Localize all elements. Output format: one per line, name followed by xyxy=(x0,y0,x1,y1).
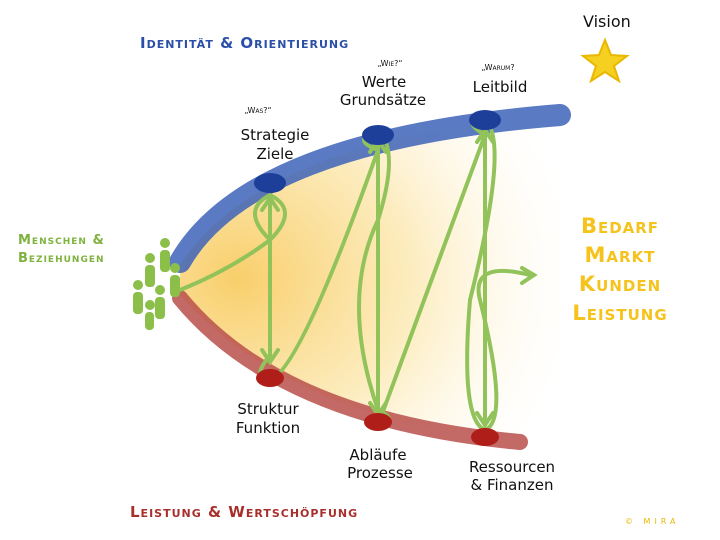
label-prozesse: Prozesse xyxy=(347,464,413,482)
label-finanzen: & Finanzen xyxy=(471,476,554,494)
node-struktur xyxy=(256,369,284,387)
copyright: © MIRA xyxy=(625,517,680,526)
label-ressourcen: Ressourcen xyxy=(469,458,555,476)
label-grundsaetze: Grundsätze xyxy=(340,91,426,109)
bottom-heading: Leistung & Wertschöpfung xyxy=(130,503,358,521)
node-werte xyxy=(362,125,394,145)
yellow-area xyxy=(180,112,560,445)
node-strategie xyxy=(254,173,286,193)
node-ablaeufe xyxy=(364,413,392,431)
top-heading: Identität & Orientierung xyxy=(140,34,349,52)
question-wie: „Wie?“ xyxy=(377,59,402,68)
top-nodes xyxy=(254,110,501,193)
target-bedarf: Bedarf xyxy=(581,214,659,238)
bottom-nodes xyxy=(256,369,499,446)
target-labels: Bedarf Markt Kunden Leistung xyxy=(572,214,667,325)
green-flow xyxy=(178,117,538,433)
label-strategie: Strategie xyxy=(241,126,310,144)
target-markt: Markt xyxy=(585,243,656,267)
people-label-1: Menschen & xyxy=(18,233,105,248)
red-arc xyxy=(172,290,528,450)
label-ablaeufe: Abläufe xyxy=(349,446,406,464)
vision-star-icon xyxy=(580,37,630,84)
target-kunden: Kunden xyxy=(579,272,661,296)
label-ziele: Ziele xyxy=(256,145,293,163)
label-struktur: Struktur xyxy=(237,400,299,418)
target-leistung: Leistung xyxy=(572,301,667,325)
vision-label: Vision xyxy=(583,12,631,31)
people-icon xyxy=(133,238,180,330)
label-werte: Werte xyxy=(362,73,406,91)
question-was: „Was?“ xyxy=(244,106,271,115)
question-warum: „Warum? xyxy=(481,63,514,72)
node-ressourcen xyxy=(471,428,499,446)
people-label-2: Beziehungen xyxy=(18,251,105,266)
label-funktion: Funktion xyxy=(236,419,300,437)
label-leitbild: Leitbild xyxy=(473,78,528,96)
node-leitbild xyxy=(469,110,501,130)
